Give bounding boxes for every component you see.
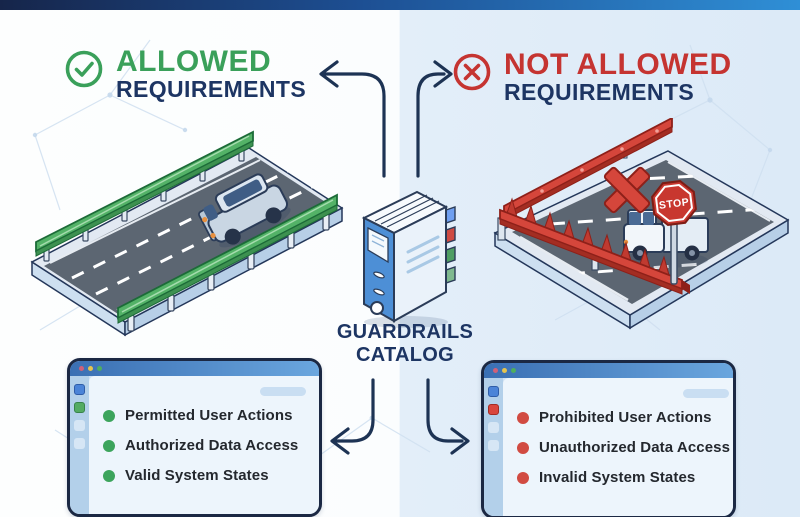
list-item: Unauthorized Data Access xyxy=(517,439,730,456)
sidebar-square-red xyxy=(488,404,499,415)
list-item: Valid System States xyxy=(103,467,307,484)
guardrails-catalog-binder xyxy=(361,190,456,328)
allowed-subtitle: REQUIREMENTS xyxy=(116,75,307,102)
top-accent-bar xyxy=(0,0,800,10)
window-dot-green xyxy=(511,368,516,373)
content-placeholder-pill xyxy=(683,389,730,398)
allowed-requirements-window: Permitted User Actions Authorized Data A… xyxy=(67,358,322,517)
not-allowed-road-illustration: STOP xyxy=(493,118,790,330)
catalog-label-line2: CATALOG xyxy=(355,344,454,366)
red-bullet-icon xyxy=(517,411,529,424)
list-item: Permitted User Actions xyxy=(103,407,307,424)
window-dot-red xyxy=(493,368,498,373)
list-item-label: Unauthorized Data Access xyxy=(539,439,731,456)
window-dot-yellow xyxy=(502,368,507,373)
sidebar-square-blue xyxy=(74,384,85,395)
list-item-label: Authorized Data Access xyxy=(125,437,299,454)
window-dot-green xyxy=(97,366,102,371)
green-bullet-icon xyxy=(103,439,115,452)
check-circle-icon xyxy=(65,50,103,88)
allowed-title: ALLOWED xyxy=(116,45,272,78)
list-item-label: Invalid System States xyxy=(539,469,696,486)
list-item: Authorized Data Access xyxy=(103,437,307,454)
green-bullet-icon xyxy=(103,469,115,482)
arrow-to-not-allowed-heading xyxy=(416,60,453,178)
not-allowed-subtitle: REQUIREMENTS xyxy=(504,78,695,105)
x-circle-icon xyxy=(453,53,491,91)
catalog-label-line1: GUARDRAILS xyxy=(336,321,474,343)
arrow-to-not-allowed-window xyxy=(426,378,470,455)
sidebar-square-green xyxy=(74,402,85,413)
sidebar-square-pale xyxy=(488,440,499,451)
window-dot-red xyxy=(79,366,84,371)
allowed-headline: ALLOWED REQUIREMENTS xyxy=(64,45,307,102)
list-item-label: Valid System States xyxy=(125,467,269,484)
not-allowed-title: NOT ALLOWED xyxy=(504,48,732,81)
window-dot-yellow xyxy=(88,366,93,371)
allowed-road-illustration xyxy=(30,130,344,337)
green-bullet-icon xyxy=(103,409,115,422)
arrow-to-allowed-window xyxy=(330,378,375,455)
sidebar-square-pale xyxy=(74,420,85,431)
stop-sign-label: STOP xyxy=(658,196,690,212)
not-allowed-requirements-window: Prohibited User Actions Unauthorized Dat… xyxy=(481,360,736,517)
catalog-label: GUARDRAILS CATALOG xyxy=(300,321,510,367)
window-titlebar xyxy=(70,361,319,376)
not-allowed-headline: NOT ALLOWED REQUIREMENTS xyxy=(452,48,732,105)
stop-sign: STOP xyxy=(651,180,697,226)
content-placeholder-pill xyxy=(260,387,306,396)
sidebar-square-pale xyxy=(74,438,85,449)
red-bullet-icon xyxy=(517,441,529,454)
car-illustration xyxy=(198,173,291,248)
list-item-label: Permitted User Actions xyxy=(125,407,293,424)
window-titlebar xyxy=(484,363,733,378)
sidebar-square-pale xyxy=(488,422,499,433)
sidebar-square-blue xyxy=(488,386,499,397)
window-sidebar xyxy=(484,378,503,516)
window-sidebar xyxy=(70,376,89,514)
list-item: Prohibited User Actions xyxy=(517,409,730,426)
window-content: Prohibited User Actions Unauthorized Dat… xyxy=(503,378,733,516)
list-item: Invalid System States xyxy=(517,469,730,486)
list-item-label: Prohibited User Actions xyxy=(539,409,712,426)
red-bullet-icon xyxy=(517,471,529,484)
window-content: Permitted User Actions Authorized Data A… xyxy=(89,376,319,514)
red-x-mark xyxy=(603,166,651,214)
